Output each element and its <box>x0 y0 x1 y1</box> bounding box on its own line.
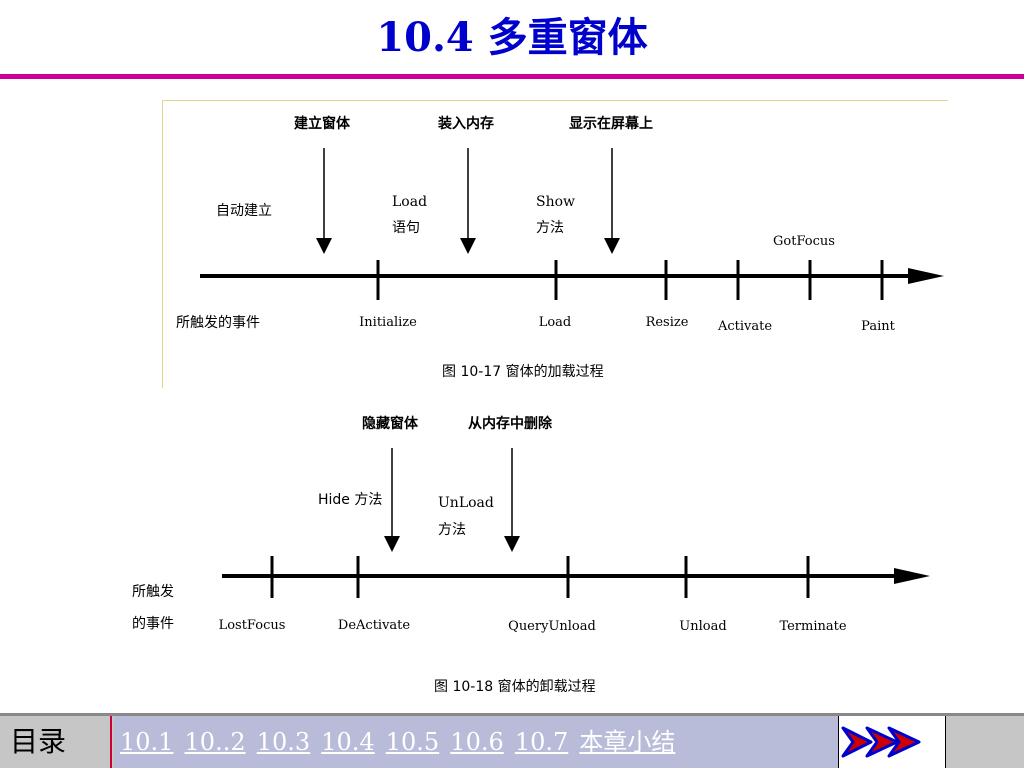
fig1-arrow-show-head <box>604 238 620 254</box>
toc-button[interactable]: 目录 <box>10 725 67 758</box>
section-link-10-1[interactable]: 10.1 <box>120 728 174 756</box>
toc-separator <box>110 716 112 768</box>
section-link-10-6[interactable]: 10.6 <box>450 728 504 756</box>
fig2-arrow-hide-head <box>384 536 400 552</box>
fig2-events-label-l1: 所触发 <box>132 584 174 600</box>
fig2-method-unload-l2: 方法 <box>438 522 466 538</box>
fig2-action-remove: 从内存中删除 <box>468 415 553 432</box>
fig2-timeline-arrowhead <box>894 568 930 584</box>
fig1-action-show: 显示在屏幕上 <box>569 115 653 132</box>
fig1-event-gotfocus: GotFocus <box>773 234 835 249</box>
fig1-caption: 图 10-17 窗体的加载过程 <box>442 363 604 380</box>
fig2-event-deactivate: DeActivate <box>338 618 410 633</box>
fig1-method-auto: 自动建立 <box>216 203 272 219</box>
fig2-events-label-l2: 的事件 <box>132 616 174 632</box>
title-rule <box>0 74 1024 79</box>
fig1-action-create: 建立窗体 <box>294 115 351 132</box>
figure1-border-left <box>162 100 163 388</box>
fig2-arrow-unload-head <box>504 536 520 552</box>
fig1-events-label: 所触发的事件 <box>176 315 260 331</box>
footer-top-rule <box>0 713 1024 716</box>
section-link-10-5[interactable]: 10.5 <box>385 728 440 756</box>
fig1-event-activate: Activate <box>717 319 772 334</box>
fig2-caption: 图 10-18 窗体的卸载过程 <box>434 678 596 695</box>
fig2-method-unload-l1: UnLoad <box>438 495 494 511</box>
slide-title: 10.4 多重窗体 <box>376 14 648 61</box>
fig2-event-unload: Unload <box>679 619 726 634</box>
section-link-10-7[interactable]: 10.7 <box>514 728 569 756</box>
fig1-action-load: 装入内存 <box>437 115 494 132</box>
section-link-10-2[interactable]: 10..2 <box>184 728 246 756</box>
fig2-event-lostfocus: LostFocus <box>219 618 286 633</box>
figure1-border-top <box>162 100 948 101</box>
section-links: 10.1 10..2 10.3 10.4 10.5 10.6 10.7 本章小结 <box>114 716 838 768</box>
fig1-arrow-load-head <box>460 238 476 254</box>
fig2-method-hide: Hide 方法 <box>318 492 382 508</box>
fig1-arrow-create-head <box>316 238 332 254</box>
fig1-method-load-l2: 语句 <box>392 220 420 236</box>
fig1-method-show-l1: Show <box>536 194 575 210</box>
fig1-event-resize: Resize <box>646 315 689 330</box>
figure2-diagram: 隐藏窗体 从内存中删除 Hide 方法 UnLoad 方法 所触发 的事件 Lo… <box>132 415 930 695</box>
diagram-canvas: 建立窗体 装入内存 显示在屏幕上 自动建立 Load 语句 Show 方法 所触… <box>132 115 944 695</box>
fig1-event-paint: Paint <box>861 319 895 334</box>
fig1-event-initialize: Initialize <box>359 315 417 330</box>
fig1-method-show-l2: 方法 <box>536 220 564 236</box>
section-link-10-3[interactable]: 10.3 <box>256 728 311 756</box>
section-link-summary[interactable]: 本章小结 <box>579 728 676 756</box>
section-link-10-4[interactable]: 10.4 <box>321 728 375 756</box>
double-arrow-right-icon <box>841 726 921 758</box>
fig1-method-load-l1: Load <box>392 194 427 210</box>
figure1-diagram: 建立窗体 装入内存 显示在屏幕上 自动建立 Load 语句 Show 方法 所触… <box>176 115 944 380</box>
next-page-button[interactable] <box>838 716 946 768</box>
fig2-event-queryunload: QueryUnload <box>508 619 596 634</box>
fig1-event-load: Load <box>539 315 572 330</box>
fig2-action-hide: 隐藏窗体 <box>362 415 419 432</box>
fig2-event-terminate: Terminate <box>779 619 846 634</box>
fig1-timeline-arrowhead <box>908 268 944 284</box>
